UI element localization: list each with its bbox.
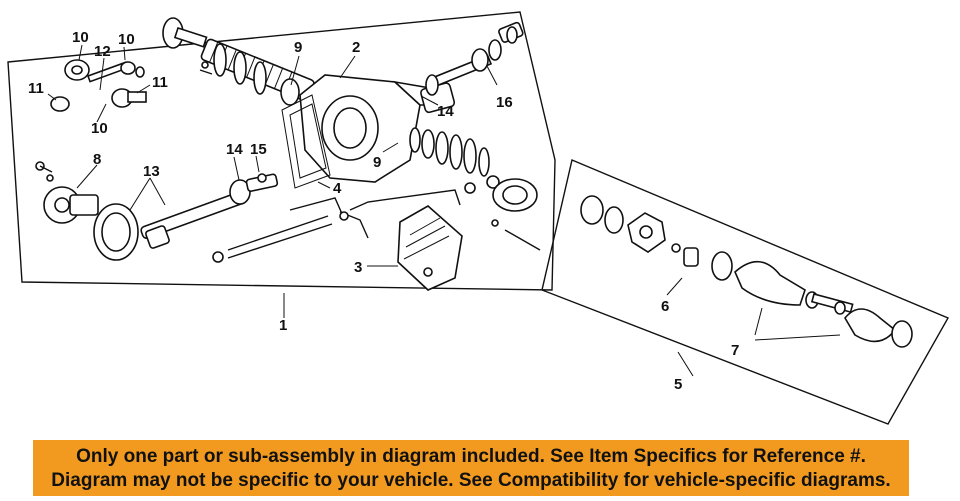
callout-3: 3 bbox=[354, 259, 362, 276]
callout-11-right: 11 bbox=[152, 74, 168, 91]
callout-9-lower: 9 bbox=[373, 154, 381, 171]
right-axle-shaft-assembly bbox=[425, 21, 524, 96]
disclaimer-banner: Only one part or sub-assembly in diagram… bbox=[33, 440, 909, 496]
callout-9-upper: 9 bbox=[294, 39, 302, 56]
disclaimer-line-1: Only one part or sub-assembly in diagram… bbox=[76, 446, 866, 467]
callout-10-upper-right: 10 bbox=[118, 31, 135, 48]
callout-14-left: 14 bbox=[226, 141, 243, 158]
differential-case-and-ring-gear bbox=[35, 161, 248, 261]
callout-13: 13 bbox=[143, 163, 160, 180]
callout-16: 16 bbox=[496, 94, 513, 111]
callout-2: 2 bbox=[352, 39, 360, 56]
upper-axle-shaft-assembly bbox=[162, 17, 315, 106]
pinion-yoke bbox=[229, 173, 279, 205]
drive-shaft-group-outline bbox=[541, 159, 949, 425]
callout-10-upper-left: 10 bbox=[72, 29, 89, 46]
callout-12: 12 bbox=[94, 43, 111, 60]
callout-4: 4 bbox=[333, 180, 342, 197]
callout-10-lower: 10 bbox=[91, 120, 108, 137]
callout-8: 8 bbox=[93, 151, 101, 168]
drive-shaft-cv-parts bbox=[580, 195, 913, 348]
cover-bolt bbox=[504, 229, 541, 251]
cover-bolt-washer bbox=[491, 219, 499, 227]
pinion-bearing-parts bbox=[50, 59, 147, 112]
callout-1: 1 bbox=[279, 317, 287, 334]
differential-rear-cover bbox=[397, 205, 463, 291]
lower-right-spring-stack bbox=[409, 127, 538, 212]
callout-6: 6 bbox=[661, 298, 669, 315]
axle-exploded-diagram: 2 9 10 12 10 11 11 10 14 16 9 8 13 14 15… bbox=[7, 11, 949, 425]
callout-11-left: 11 bbox=[28, 80, 44, 97]
callout-14-right: 14 bbox=[437, 103, 454, 120]
leader-lines bbox=[47, 44, 841, 377]
callout-5: 5 bbox=[674, 376, 682, 393]
vent-hose bbox=[212, 189, 461, 263]
callout-15: 15 bbox=[250, 141, 267, 158]
disclaimer-line-2: Diagram may not be specific to your vehi… bbox=[51, 470, 891, 491]
callout-7: 7 bbox=[731, 342, 739, 359]
rear-axle-group-outline bbox=[7, 11, 556, 291]
